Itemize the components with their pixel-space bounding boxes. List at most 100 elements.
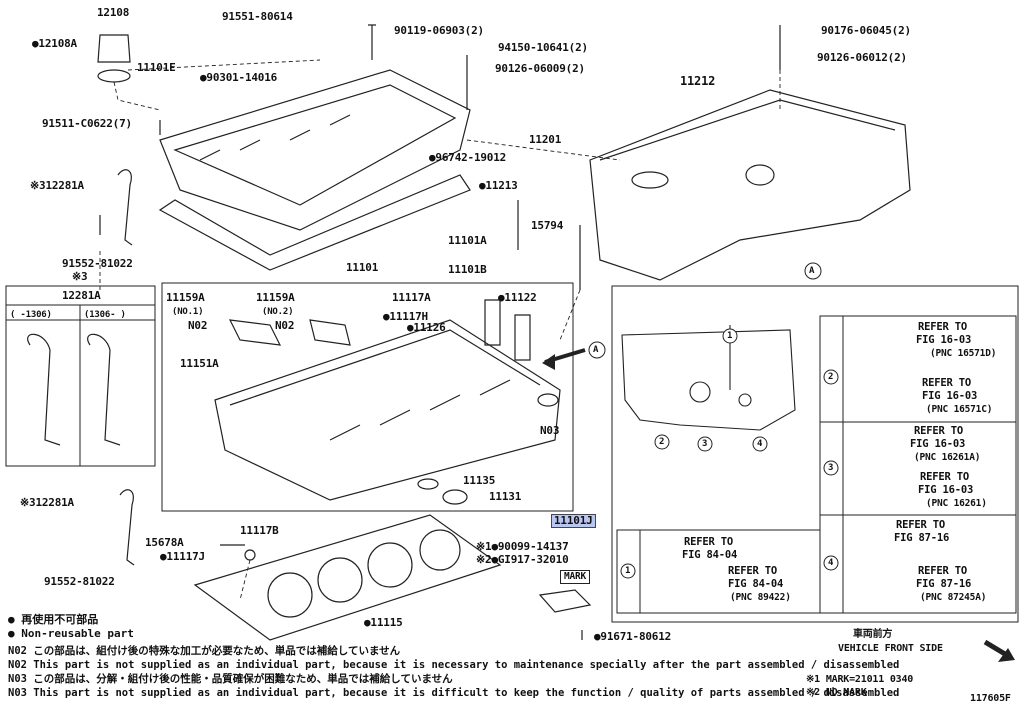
part-11117b[interactable]: 11117B — [240, 524, 279, 537]
ref-2a-l1: REFER TO — [918, 321, 967, 333]
callout-2: 2 — [659, 437, 665, 447]
callout-1-top: 1 — [727, 331, 733, 341]
detail-head-view — [621, 329, 796, 431]
ref-2a-l2: FIG 16-03 — [916, 334, 972, 346]
part-11212[interactable]: 11212 — [680, 74, 716, 88]
part-11101j[interactable]: 11101J — [551, 514, 596, 528]
oil-filler-cap — [97, 34, 131, 63]
part-11135[interactable]: 11135 — [463, 474, 496, 487]
note-3-marker: ※3 — [72, 270, 88, 283]
row-callout-2: 2 — [828, 372, 834, 382]
row-callout-1: 1 — [625, 566, 631, 576]
ref-3a-l3: (PNC 16261A) — [914, 452, 981, 463]
part-11213[interactable]: ●11213 — [479, 179, 518, 192]
ref-4a-l2: FIG 87-16 — [894, 532, 950, 544]
part-96742-19012[interactable]: ●96742-19012 — [429, 151, 507, 164]
part-12281a-top[interactable]: ※312281A — [30, 179, 84, 192]
ref-3a-l2: FIG 16-03 — [910, 438, 966, 450]
note-n02-en: N02 This part is not supplied as an indi… — [8, 659, 900, 671]
vehicle-front-jp: 車両前方 — [853, 629, 893, 640]
part-11201[interactable]: 11201 — [529, 133, 562, 146]
part-11131[interactable]: 11131 — [489, 490, 522, 503]
part-11159a-no1-sub: (NO.1) — [172, 307, 204, 317]
box-12281a-title: 12281A — [62, 289, 101, 302]
ref-4b-l1: REFER TO — [918, 565, 967, 577]
part-11159a-no2-sub: (NO.2) — [262, 307, 294, 317]
part-12281a-bottom[interactable]: ※312281A — [20, 496, 74, 509]
ref-1b-l3: (PNC 89422) — [730, 592, 791, 603]
engine-cover — [589, 89, 911, 281]
vehicle-front-en: VEHICLE FRONT SIDE — [838, 643, 943, 654]
mark-note-2: ※2 NO MARK — [806, 687, 867, 698]
callout-4: 4 — [757, 439, 763, 449]
part-11101e[interactable]: 11101E — [137, 61, 176, 74]
part-91671-80612[interactable]: ●91671-80612 — [594, 630, 672, 643]
part-91552-81022-bottom[interactable]: 91552-81022 — [44, 575, 115, 588]
legend-jp: ● 再使用不可部品 — [8, 613, 99, 626]
oil-cap-gasket — [97, 69, 131, 83]
part-91552-81022-top[interactable]: 91552-81022 — [62, 257, 133, 270]
part-12108a[interactable]: ●12108A — [32, 37, 77, 50]
part-90126-06009[interactable]: 90126-06009(2) — [495, 62, 585, 75]
part-91511-c0622[interactable]: 91511-C0622(7) — [42, 117, 132, 130]
ref-1b-l1: REFER TO — [728, 565, 777, 577]
part-11117j[interactable]: ●11117J — [160, 550, 205, 563]
cylinder-head-cover — [159, 69, 471, 231]
part-94150-10641[interactable]: 94150-10641(2) — [498, 41, 588, 54]
part-11117h[interactable]: ●11117H — [383, 310, 428, 323]
part-11101a[interactable]: 11101A — [448, 234, 487, 247]
row-callout-4: 4 — [828, 558, 834, 568]
figure-id: 117605F — [970, 693, 1011, 704]
hanger-variant-1 — [27, 333, 61, 446]
part-11117a[interactable]: 11117A — [392, 291, 431, 304]
part-11126[interactable]: ●11126 — [407, 321, 446, 334]
view-a-top-label: A — [809, 266, 815, 276]
part-11151a[interactable]: 11151A — [180, 357, 219, 370]
ref-2b-l2: FIG 16-03 — [922, 390, 978, 402]
part-90126-06012[interactable]: 90126-06012(2) — [817, 51, 907, 64]
head-cover-gasket — [158, 174, 471, 271]
part-11101[interactable]: 11101 — [346, 261, 379, 274]
part-15678a[interactable]: 15678A — [145, 536, 184, 549]
ref-1a-l2: FIG 84-04 — [682, 549, 738, 561]
part-90119-06903[interactable]: 90119-06903(2) — [394, 24, 484, 37]
view-a-label: A — [593, 345, 599, 355]
ref-2b-l1: REFER TO — [922, 377, 971, 389]
ref-2b-l3: (PNC 16571C) — [926, 404, 993, 415]
ref-3b-l1: REFER TO — [920, 471, 969, 483]
part-90301-14016[interactable]: ●90301-14016 — [200, 71, 278, 84]
part-90099-14137[interactable]: ※1●90099-14137 — [476, 540, 569, 553]
part-11159a-no2[interactable]: 11159A — [256, 291, 295, 304]
cylinder-head-gasket — [193, 514, 502, 641]
note-n03-jp: N03 この部品は、分解・組付け後の性能・品質確保が困難なため、単品では補給して… — [8, 673, 453, 685]
cylinder-head — [214, 319, 561, 501]
part-11122[interactable]: ●11122 — [498, 291, 537, 304]
part-91551-80614[interactable]: 91551-80614 — [222, 10, 293, 23]
part-12108[interactable]: 12108 — [97, 6, 130, 19]
part-gi917-32010[interactable]: ※2●GI917-32010 — [476, 553, 569, 566]
note-n02-b: N02 — [275, 319, 295, 332]
hanger-variant-2 — [87, 333, 121, 446]
mark-tag: MARK — [560, 570, 591, 584]
ref-3b-l2: FIG 16-03 — [918, 484, 974, 496]
part-11101b[interactable]: 11101B — [448, 263, 487, 276]
box-12281a-col2: (1306- ) — [84, 310, 126, 320]
ref-1b-l2: FIG 84-04 — [728, 578, 784, 590]
note-n03-en: N03 This part is not supplied as an indi… — [8, 687, 900, 699]
part-90176-06045[interactable]: 90176-06045(2) — [821, 24, 911, 37]
row-callout-3: 3 — [828, 463, 834, 473]
ref-2a-l3: (PNC 16571D) — [930, 348, 997, 359]
ref-3b-l3: (PNC 16261) — [926, 498, 987, 509]
mark-note-1: ※1 MARK=21011 0340 — [806, 674, 914, 685]
engine-hanger-bottom — [119, 489, 135, 566]
part-11159a-no1[interactable]: 11159A — [166, 291, 205, 304]
note-n03: N03 — [540, 424, 560, 437]
part-15794[interactable]: 15794 — [531, 219, 564, 232]
note-n02-a: N02 — [188, 319, 208, 332]
ref-1a-l1: REFER TO — [684, 536, 733, 548]
ref-4a-l1: REFER TO — [896, 519, 945, 531]
part-11115[interactable]: ●11115 — [364, 616, 403, 629]
legend-en: ● Non-reusable part — [8, 627, 134, 640]
ref-4b-l2: FIG 87-16 — [916, 578, 972, 590]
box-12281a-col1: ( -1306) — [10, 310, 52, 320]
